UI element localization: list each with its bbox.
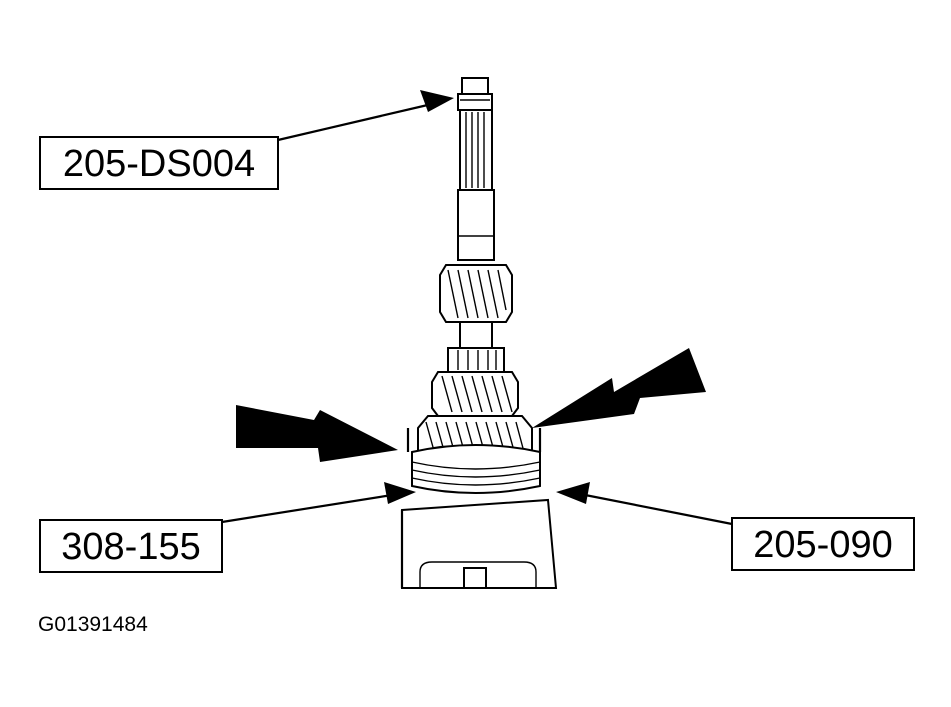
figure-id: G01391484 [38, 613, 148, 636]
callout-205-090: 205-090 [731, 517, 915, 571]
callout-left-label: 308-155 [61, 526, 200, 568]
callout-205-ds004: 205-DS004 [39, 136, 279, 190]
right-pointer-arrow [532, 348, 706, 428]
callout-308-155: 308-155 [39, 519, 223, 573]
left-pointer-arrow [236, 405, 398, 462]
callout-top-label: 205-DS004 [63, 143, 255, 185]
leader-right [556, 482, 733, 526]
leader-left [221, 482, 416, 524]
shaft-assembly-illustration [400, 77, 558, 589]
leader-top [277, 90, 454, 142]
callout-right-label: 205-090 [753, 524, 892, 566]
